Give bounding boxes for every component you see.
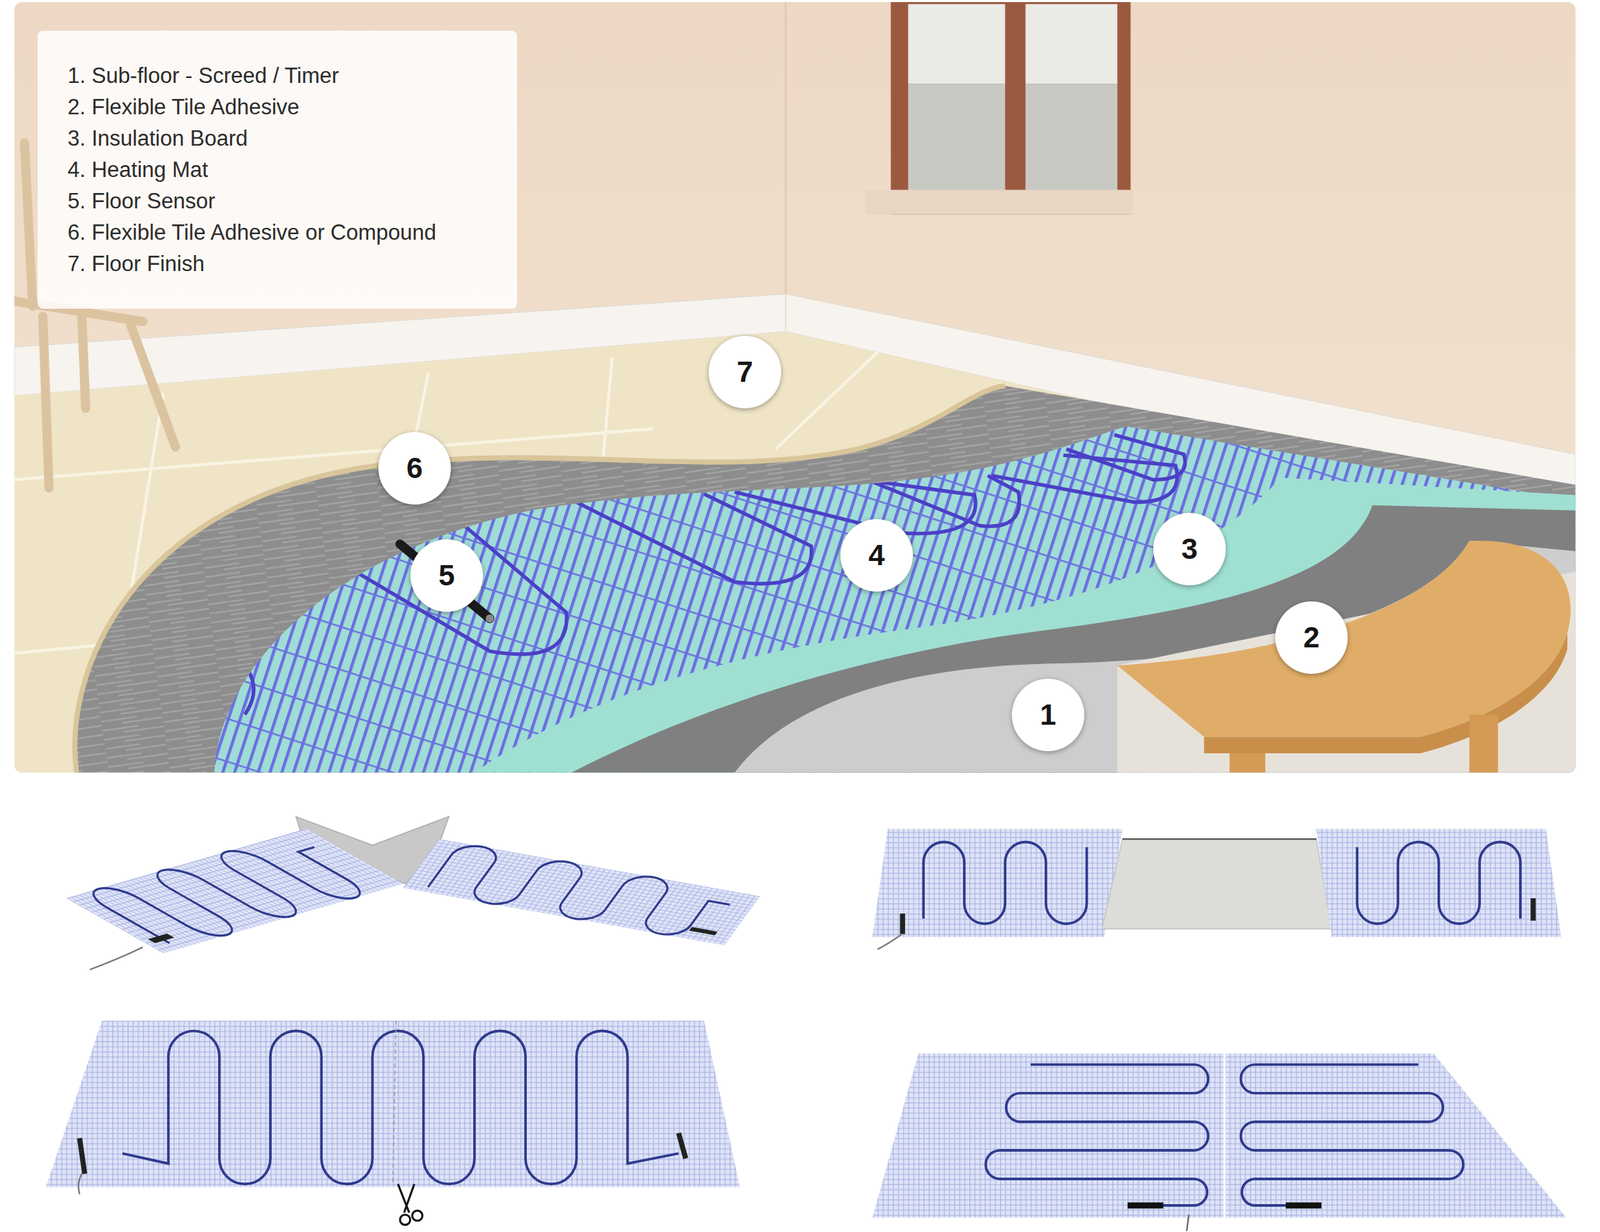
mat-mesh (1224, 1053, 1567, 1219)
cable-loop (347, 525, 567, 655)
legend-item: 6. Flexible Tile Adhesive or Compound (67, 216, 488, 249)
cut-line (393, 1020, 396, 1184)
cable-loop (576, 494, 812, 584)
lead-wire (89, 947, 143, 970)
room-scene (14, 2, 1576, 773)
terminal (900, 913, 906, 934)
mat (66, 828, 403, 954)
terminal (79, 1137, 85, 1174)
chair-leg (81, 311, 86, 409)
cable (122, 1030, 679, 1184)
lead-wire (1186, 1214, 1189, 1231)
cable (1357, 841, 1521, 924)
cable (82, 833, 387, 950)
cable-loop (867, 475, 1020, 527)
terminal (1530, 898, 1536, 921)
legend-item: 2. Flexible Tile Adhesive (67, 91, 488, 123)
window-glass (908, 83, 1005, 198)
terminal (1127, 1202, 1164, 1210)
terminal (147, 933, 175, 944)
legend-item: 3. Insulation Board (67, 122, 488, 155)
mat-cut (45, 1020, 741, 1226)
insulation-board (474, 478, 1576, 773)
window-frame (890, 2, 1131, 215)
mat-mesh (872, 1053, 1225, 1219)
adhesive-layer (74, 386, 1575, 773)
sensor-tip (485, 614, 495, 623)
window-glass (908, 4, 1005, 84)
floor-finish (14, 331, 1576, 773)
callout-number: 1 (1011, 678, 1085, 752)
mat-mesh (45, 1020, 741, 1188)
chair-leg (43, 316, 50, 488)
scissors-icon (397, 1183, 423, 1226)
terminal (689, 926, 718, 936)
callout-number: 6 (378, 432, 451, 505)
window (865, 2, 1134, 215)
adhesive-layer (571, 505, 1576, 773)
cable (1241, 1064, 1464, 1206)
cable (1122, 838, 1317, 840)
joist (1229, 753, 1265, 773)
scissors-handle (412, 1210, 423, 1221)
floor-tile (1101, 839, 1332, 929)
mat-corner (66, 816, 761, 971)
lead-wire (78, 1174, 83, 1195)
callout-number: 5 (410, 539, 483, 612)
window-glass (1025, 83, 1118, 198)
scissors-blade (397, 1183, 410, 1213)
chair-leg (130, 324, 175, 448)
lead-wire (877, 933, 902, 950)
wall (14, 2, 1576, 773)
window-glass (1025, 4, 1118, 84)
timber-edge (1204, 632, 1568, 754)
cable (986, 1064, 1209, 1206)
mat-mesh (872, 828, 1123, 937)
joist (1469, 714, 1499, 773)
legend-panel: 1. Sub-floor - Screed / Timer2. Flexible… (37, 30, 518, 309)
mat-split-line (1223, 1053, 1226, 1219)
mat-mesh (66, 828, 403, 954)
scissors-handle (400, 1214, 411, 1226)
cable (424, 843, 739, 943)
legend-item: 5. Floor Sensor (67, 185, 488, 217)
legend-item: 1. Sub-floor - Screed / Timer (67, 59, 488, 92)
callout-number: 7 (708, 335, 782, 409)
mat-around-obstacle (872, 828, 1561, 950)
terminal (1285, 1202, 1322, 1210)
mat-split (872, 1053, 1567, 1232)
terminal (678, 1133, 686, 1159)
window-sill (865, 189, 1134, 214)
cable-loop (232, 652, 254, 715)
heating-mat (214, 426, 1576, 773)
scissors-blade (404, 1183, 415, 1213)
cable-loop (1066, 434, 1185, 480)
legend-item: 4. Heating Mat (67, 154, 488, 186)
callout-number: 2 (1275, 601, 1348, 674)
mat-mesh (402, 839, 760, 945)
chair-post (24, 142, 33, 306)
cable (923, 841, 1087, 924)
callout-number: 3 (1153, 512, 1226, 586)
legend-item: 7. Floor Finish (67, 248, 488, 280)
mat-mesh (1316, 828, 1561, 937)
mat (402, 839, 760, 945)
wall-corner (784, 2, 787, 297)
callout-number: 4 (840, 519, 913, 592)
